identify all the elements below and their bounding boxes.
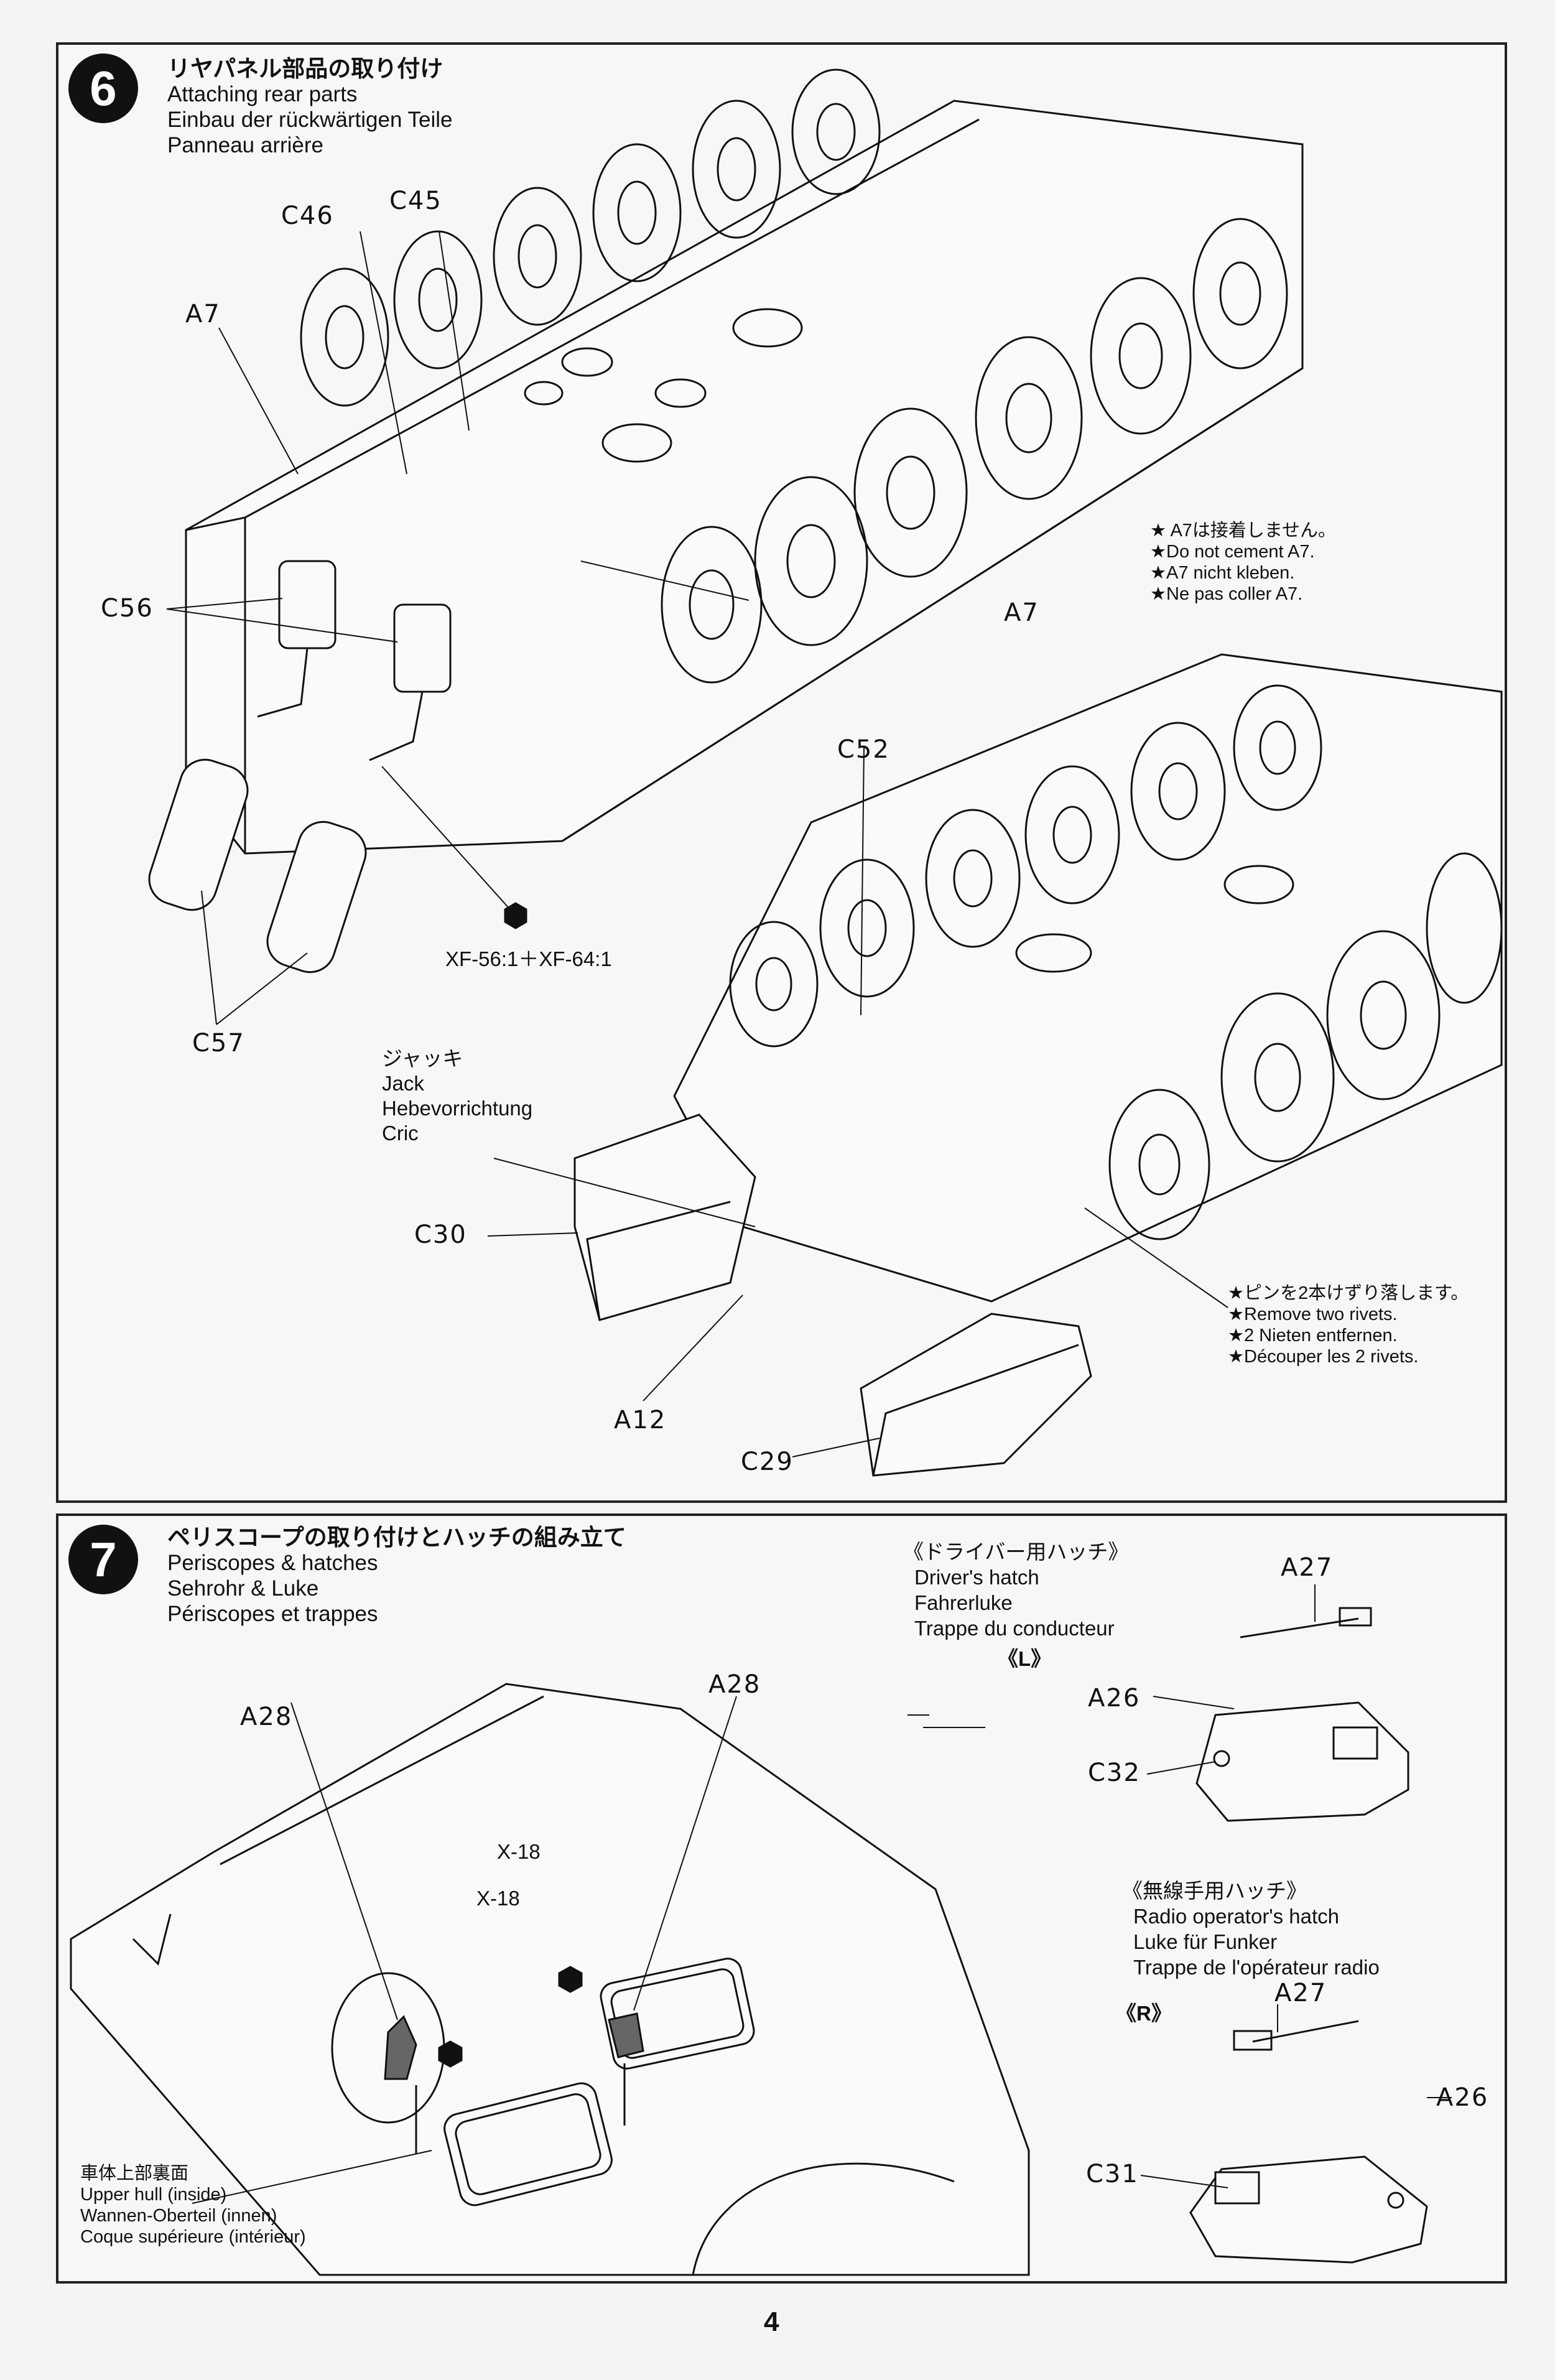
- note-a7-en: ★Do not cement A7.: [1150, 542, 1315, 562]
- label-a28-right: A28: [708, 1670, 761, 1699]
- label-a26-top: A26: [1088, 1684, 1141, 1713]
- upper-hull-de: Wannen-Oberteil (innen): [80, 2206, 277, 2226]
- label-c31: C31: [1086, 2160, 1139, 2188]
- radio-hatch-en: Radio operator's hatch: [1133, 1905, 1339, 1928]
- driver-hatch-label: 《ドライバー用ハッチ》 Driver's hatch Fahrerluke Tr…: [903, 1539, 1128, 1641]
- label-a28-left: A28: [240, 1703, 293, 1731]
- radio-hatch-jp: 《無線手用ハッチ》: [1122, 1879, 1307, 1902]
- road-wheels-upper-back: [300, 68, 881, 407]
- label-a26-bottom: A26: [1436, 2083, 1489, 2112]
- jack-jp: ジャッキ: [382, 1047, 463, 1070]
- step-6-illustration: [148, 68, 1503, 1477]
- road-wheels-lower: [729, 684, 1503, 1240]
- step-6-panel: 6 リヤパネル部品の取り付け Attaching rear parts Einb…: [56, 42, 1507, 1503]
- note-rivets-en: ★Remove two rivets.: [1228, 1304, 1398, 1324]
- step-7-panel: 7 ペリスコープの取り付けとハッチの組み立て Periscopes & hatc…: [56, 1513, 1507, 2284]
- jack-fr: Cric: [382, 1122, 419, 1145]
- driver-hatch-de: Fahrerluke: [914, 1591, 1013, 1614]
- title-de: Sehrohr & Luke: [167, 1576, 319, 1601]
- step-title: リヤパネル部品の取り付け Attaching rear parts Einbau…: [167, 56, 453, 158]
- step-7-illustration: [70, 1584, 1452, 2276]
- note-a7: ★ A7は接着しません。 ★Do not cement A7. ★A7 nich…: [1150, 520, 1336, 605]
- label-c56: C56: [101, 594, 154, 623]
- label-c45: C45: [389, 187, 442, 215]
- note-a7-jp: ★ A7は接着しません。: [1150, 521, 1337, 541]
- title-jp: ペリスコープの取り付けとハッチの組み立て: [167, 1525, 626, 1550]
- step-title: ペリスコープの取り付けとハッチの組み立て Periscopes & hatche…: [167, 1525, 626, 1627]
- jack-label: ジャッキ Jack Hebevorrichtung Cric: [382, 1046, 532, 1146]
- upper-hull-en: Upper hull (inside): [80, 2185, 227, 2205]
- upper-hull-label: 車体上部裏面 Upper hull (inside) Wannen-Oberte…: [80, 2163, 306, 2248]
- radio-hatch-label: 《無線手用ハッチ》 Radio operator's hatch Luke fü…: [1122, 1878, 1380, 1980]
- driver-hatch-side: 《L》: [998, 1647, 1052, 1670]
- jack-de: Hebevorrichtung: [382, 1097, 533, 1120]
- label-a7-right: A7: [1004, 598, 1039, 627]
- driver-hatch-en: Driver's hatch: [914, 1566, 1039, 1589]
- note-a7-de: ★A7 nicht kleben.: [1150, 563, 1295, 583]
- note-a7-fr: ★Ne pas coller A7.: [1150, 584, 1303, 604]
- driver-hatch-jp: 《ドライバー用ハッチ》: [903, 1540, 1129, 1563]
- upper-hull-fr: Coque supérieure (intérieur): [80, 2227, 306, 2247]
- label-a12: A12: [614, 1406, 667, 1434]
- label-c46: C46: [281, 202, 334, 230]
- label-c57: C57: [192, 1029, 245, 1058]
- title-fr: Périscopes et trappes: [167, 1602, 378, 1626]
- radio-hatch-fr: Trappe de l'opérateur radio: [1133, 1956, 1380, 1979]
- label-x18-a: X-18: [497, 1840, 541, 1863]
- label-x18-b: X-18: [476, 1887, 520, 1910]
- page-number: 4: [764, 2307, 779, 2337]
- driver-hatch-fr: Trappe du conducteur: [914, 1617, 1115, 1640]
- label-c29: C29: [741, 1448, 794, 1476]
- label-a27-top: A27: [1281, 1553, 1334, 1582]
- note-rivets-jp: ★ピンを2本けずり落します。: [1228, 1283, 1469, 1303]
- note-rivets: ★ピンを2本けずり落します。 ★Remove two rivets. ★2 Ni…: [1228, 1283, 1469, 1367]
- label-c30: C30: [414, 1220, 467, 1249]
- step-number: 7: [68, 1525, 138, 1594]
- upper-hull-jp: 車体上部裏面: [80, 2164, 189, 2183]
- step-number: 6: [68, 53, 138, 123]
- title-en: Periscopes & hatches: [167, 1551, 378, 1575]
- title-en: Attaching rear parts: [167, 82, 358, 106]
- label-c52: C52: [837, 735, 890, 764]
- radio-hatch-de: Luke für Funker: [1133, 1930, 1278, 1953]
- label-a7-left: A7: [185, 300, 221, 328]
- title-jp: リヤパネル部品の取り付け: [167, 56, 443, 81]
- title-de: Einbau der rückwärtigen Teile: [167, 108, 453, 132]
- title-fr: Panneau arrière: [167, 133, 323, 157]
- label-c32: C32: [1088, 1759, 1141, 1787]
- jack-en: Jack: [382, 1072, 424, 1095]
- road-wheels-upper-front: [661, 218, 1288, 684]
- paint-mix: XF-56:1＋XF-64:1: [445, 947, 612, 970]
- note-rivets-fr: ★Découper les 2 rivets.: [1228, 1347, 1419, 1367]
- radio-hatch-side: 《R》: [1116, 2002, 1172, 2025]
- label-a27-bottom: A27: [1274, 1979, 1327, 2007]
- note-rivets-de: ★2 Nieten entfernen.: [1228, 1326, 1398, 1346]
